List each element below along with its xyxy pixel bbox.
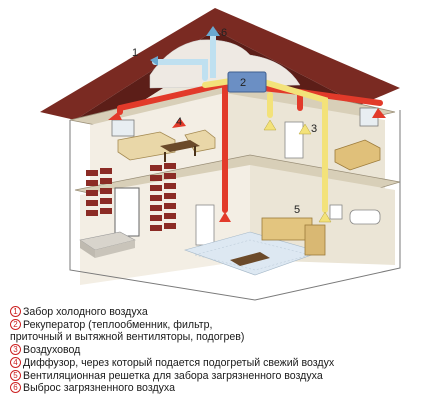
- airflow-arrows: [108, 26, 386, 223]
- callout-6: 6: [221, 27, 227, 39]
- callout-3: 3: [311, 123, 317, 135]
- entry-steps: [79, 231, 136, 258]
- cold-intake-duct: [152, 59, 208, 81]
- house-outline: [69, 110, 401, 301]
- callout-2: 2: [240, 77, 246, 89]
- legend-item-continuation: приточный и вытяжной вентиляторы, подогр…: [10, 331, 245, 344]
- recuperator-unit: [227, 71, 267, 93]
- callout-labels: 1 2 3 4 5 6: [132, 27, 317, 216]
- callout-5: 5: [294, 204, 300, 216]
- callout-4: 4: [176, 116, 182, 128]
- ground-floor: [80, 163, 395, 285]
- callout-1: 1: [132, 47, 138, 59]
